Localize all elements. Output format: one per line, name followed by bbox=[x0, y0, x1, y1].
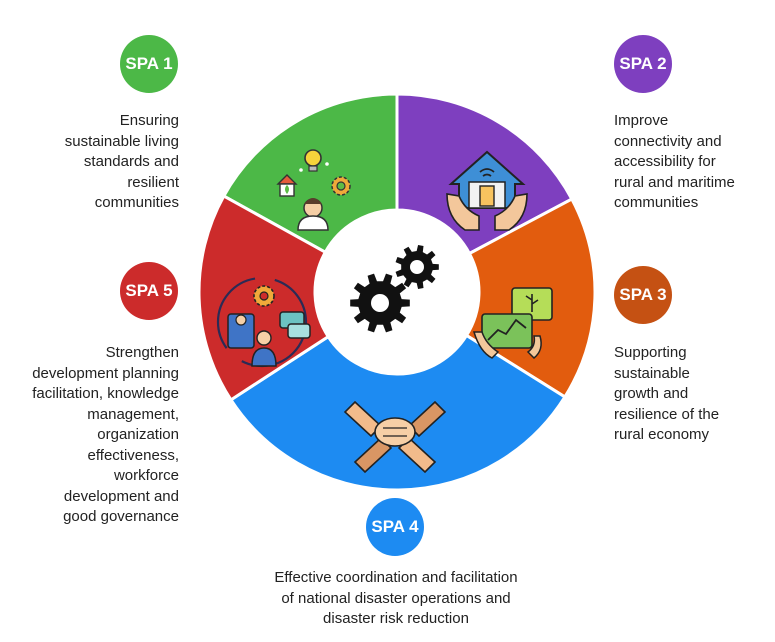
description-line: sustainable living bbox=[64, 132, 179, 150]
connected-home-hands-icon bbox=[446, 150, 528, 231]
spa-1-description: Ensuring sustainable living standards and r… bbox=[65, 111, 179, 214]
description-line: development planning bbox=[32, 364, 179, 382]
description-line: development and bbox=[63, 487, 179, 505]
spa-4-description: Effective coordination and facilitation o… bbox=[236, 568, 556, 630]
description-line: workforce bbox=[113, 467, 179, 484]
description-line: effectiveness, bbox=[87, 446, 179, 464]
description-line: connectivity and bbox=[614, 132, 722, 150]
spa-1-badge: SPA 1 bbox=[120, 35, 178, 93]
spa-3-badge: SPA 3 bbox=[614, 266, 672, 324]
description-line: management, bbox=[87, 405, 179, 423]
stacked-hands-icon bbox=[343, 400, 447, 474]
governance-team-icon bbox=[216, 276, 311, 368]
description-line: resilience of the bbox=[614, 405, 720, 423]
description-line: Effective coordination and facilitation bbox=[274, 569, 518, 586]
spa-3-description: Supporting sustainable growth and resilienc… bbox=[614, 343, 719, 446]
spa-4-segment bbox=[228, 333, 567, 492]
description-line: Improve bbox=[614, 112, 669, 129]
spa-4-badge: SPA 4 bbox=[366, 498, 424, 556]
spa-5-description: Strengthen development planning facilitati… bbox=[32, 343, 179, 528]
gear-hole bbox=[410, 260, 424, 274]
description-line: disaster risk reduction bbox=[323, 610, 469, 627]
description-line: communities bbox=[94, 194, 179, 211]
description-line: standards and bbox=[83, 153, 179, 170]
growth-tablet-icon bbox=[472, 287, 553, 360]
spa-2-badge: SPA 2 bbox=[614, 35, 672, 93]
gears-icon bbox=[350, 245, 439, 333]
sustainable-community-icon bbox=[276, 149, 351, 231]
spa-1-segment bbox=[221, 92, 399, 255]
description-line: good governance bbox=[63, 508, 179, 525]
description-line: resilient bbox=[127, 173, 179, 191]
description-line: Supporting bbox=[614, 344, 687, 361]
description-line: communities bbox=[614, 194, 699, 211]
gear-hole bbox=[371, 294, 389, 312]
spa-5-badge: SPA 5 bbox=[120, 262, 178, 320]
description-line: accessibility for bbox=[614, 153, 716, 170]
description-line: sustainable bbox=[614, 364, 690, 382]
description-line: growth and bbox=[614, 385, 689, 402]
description-line: rural and maritime bbox=[614, 173, 735, 191]
spa-2-description: Improve connectivity and accessibility for… bbox=[614, 111, 735, 214]
description-line: of national disaster operations and bbox=[281, 589, 511, 607]
description-line: organization bbox=[97, 426, 179, 443]
description-line: facilitation, knowledge bbox=[32, 385, 179, 402]
description-line: Ensuring bbox=[119, 112, 179, 129]
description-line: Strengthen bbox=[105, 344, 179, 361]
description-line: rural economy bbox=[614, 426, 710, 443]
